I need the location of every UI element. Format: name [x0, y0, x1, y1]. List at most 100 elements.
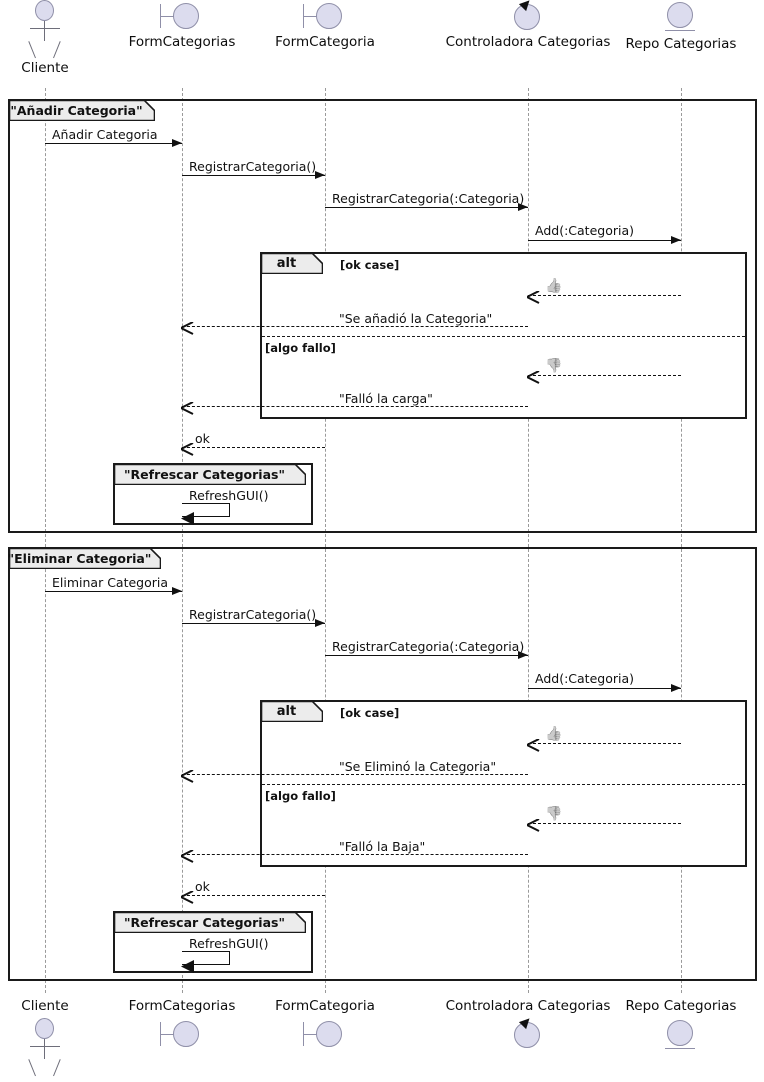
- msg-registrarcat-2-line: [182, 623, 325, 624]
- actor-head: [35, 1018, 54, 1039]
- msg-refreshgui-1-loop: [182, 503, 230, 517]
- msg-return-anadio-arrowhead: [178, 320, 194, 335]
- actor-leg1: [28, 41, 36, 59]
- msg-eliminar-categoria-line: [45, 591, 182, 592]
- participant-footer-formcats[interactable]: FormCategorias: [82, 998, 282, 1050]
- control-circle: [514, 4, 540, 30]
- actor-arms: [30, 28, 60, 29]
- entity-icon: [664, 1018, 698, 1052]
- participant-cliente[interactable]: Cliente: [0, 0, 145, 76]
- boundary-icon: [301, 0, 349, 32]
- msg-return-anadio-line: [182, 326, 528, 327]
- ll-cliente: [45, 88, 46, 993]
- msg-add-categoria-1-label: Add(:Categoria): [535, 223, 634, 238]
- actor-head: [35, 0, 54, 21]
- msg-anadir-categoria-arrowhead: [172, 139, 182, 147]
- frag-refrescar-2-operator-tab: "Refrescar Categorias": [114, 912, 306, 933]
- msg-registrarcat-cat-1-line: [325, 207, 528, 208]
- actor-leg2: [53, 1059, 61, 1077]
- participant-label-repo: Repo Categorias: [625, 36, 737, 52]
- msg-return-thumbsdown-2-arrowhead: [524, 817, 540, 832]
- boundary-circ: [316, 3, 342, 29]
- frag-eliminar-operator-tab-label: "Eliminar Categoria": [7, 551, 152, 566]
- frag-eliminar: [8, 547, 757, 981]
- alt-eliminar-separator: [262, 784, 745, 785]
- actor-stick-figure-icon: [24, 0, 66, 59]
- frag-eliminar-operator-tab: "Eliminar Categoria": [7, 548, 161, 569]
- frag-anadir-operator-tab-label: "Añadir Categoria": [10, 103, 143, 118]
- alt-anadir-guard-0: [ok case]: [340, 258, 400, 272]
- alt-eliminar-operator-tab: alt: [261, 701, 323, 722]
- actor-leg2: [53, 41, 61, 59]
- participant-footer-label-cliente: Cliente: [21, 998, 69, 1014]
- actor-stick-figure-icon: [24, 1018, 66, 1077]
- participant-label-formcat: FormCategoria: [275, 34, 375, 50]
- msg-anadir-categoria-label: Añadir Categoria: [52, 127, 158, 142]
- msg-return-ok-2-arrowhead: [178, 889, 194, 904]
- msg-return-thumbsup-1-emoji-icon: 👍: [545, 278, 563, 294]
- participant-footer-label-formcats: FormCategorias: [128, 998, 236, 1014]
- msg-return-fallo-baja-label: "Falló la Baja": [339, 839, 426, 854]
- msg-return-ok-1-line: [182, 447, 325, 448]
- ll-formcat: [325, 88, 326, 993]
- participant-formcat[interactable]: FormCategoria: [225, 0, 425, 50]
- msg-return-thumbsdown-2-emoji-icon: 👎: [545, 806, 563, 822]
- msg-return-thumbsdown-1-arrowhead: [524, 369, 540, 384]
- boundary-circ: [173, 1021, 199, 1047]
- msg-return-fallo-carga-arrowhead: [178, 400, 194, 415]
- msg-registrarcat-1-line: [182, 175, 325, 176]
- alt-anadir-operator-tab-label: alt: [276, 256, 297, 271]
- participant-footer-repo[interactable]: Repo Categorias: [581, 998, 764, 1052]
- frag-anadir-operator-tab: "Añadir Categoria": [9, 100, 155, 121]
- participant-controladora[interactable]: Controladora Categorias: [428, 0, 628, 50]
- msg-return-thumbsdown-1-line: [528, 375, 681, 376]
- msg-return-fallo-carga-line: [182, 406, 528, 407]
- alt-eliminar-guard-0: [ok case]: [340, 706, 400, 720]
- participant-repo[interactable]: Repo Categorias: [581, 0, 764, 52]
- participant-footer-controladora[interactable]: Controladora Categorias: [428, 998, 628, 1050]
- msg-anadir-categoria-line: [45, 143, 182, 144]
- alt-anadir-separator: [262, 336, 745, 337]
- entity-icon: [664, 0, 698, 34]
- msg-return-ok-2-line: [182, 895, 325, 896]
- participant-footer-label-repo: Repo Categorias: [625, 998, 737, 1014]
- participant-formcats[interactable]: FormCategorias: [82, 0, 282, 50]
- boundary-stem: [160, 16, 174, 17]
- msg-refreshgui-2-label: RefreshGUI(): [189, 936, 269, 951]
- entity-base: [665, 30, 695, 31]
- msg-return-elimino-line: [182, 774, 528, 775]
- alt-eliminar: [260, 700, 747, 867]
- boundary-icon: [158, 1018, 206, 1050]
- participant-footer-label-formcat: FormCategoria: [275, 998, 375, 1014]
- msg-add-categoria-2-line: [528, 688, 681, 689]
- msg-return-elimino-arrowhead: [178, 768, 194, 783]
- entity-circle: [667, 1020, 693, 1046]
- alt-eliminar-operator-tab-label: alt: [276, 704, 297, 719]
- actor-arms: [30, 1046, 60, 1047]
- actor-body: [44, 1039, 45, 1059]
- msg-add-categoria-2-label: Add(:Categoria): [535, 671, 634, 686]
- ll-controladora: [528, 88, 529, 993]
- msg-return-fallo-baja-arrowhead: [178, 848, 194, 863]
- msg-registrarcat-cat-2-arrowhead: [518, 651, 528, 659]
- ll-repo: [681, 88, 682, 993]
- control-circle: [514, 1022, 540, 1048]
- msg-add-categoria-1-line: [528, 240, 681, 241]
- msg-registrarcat-cat-1-label: RegistrarCategoria(:Categoria): [332, 191, 525, 206]
- msg-registrarcat-cat-2-line: [325, 655, 528, 656]
- participant-footer-formcat[interactable]: FormCategoria: [225, 998, 425, 1050]
- msg-return-thumbsup-1-line: [528, 295, 681, 296]
- actor-body: [44, 21, 45, 41]
- msg-return-thumbsup-2-arrowhead: [524, 737, 540, 752]
- msg-registrarcat-1-arrowhead: [315, 171, 325, 179]
- actor-leg1: [28, 1059, 36, 1077]
- msg-return-ok-2-label: ok: [195, 879, 210, 894]
- control-icon: [511, 1014, 545, 1050]
- msg-return-thumbsup-2-line: [528, 743, 681, 744]
- entity-circle: [667, 2, 693, 28]
- msg-registrarcat-2-arrowhead: [315, 619, 325, 627]
- msg-return-thumbsdown-2-line: [528, 823, 681, 824]
- alt-anadir: [260, 252, 747, 419]
- msg-registrarcat-cat-1-arrowhead: [518, 203, 528, 211]
- participant-footer-cliente[interactable]: Cliente: [0, 998, 145, 1077]
